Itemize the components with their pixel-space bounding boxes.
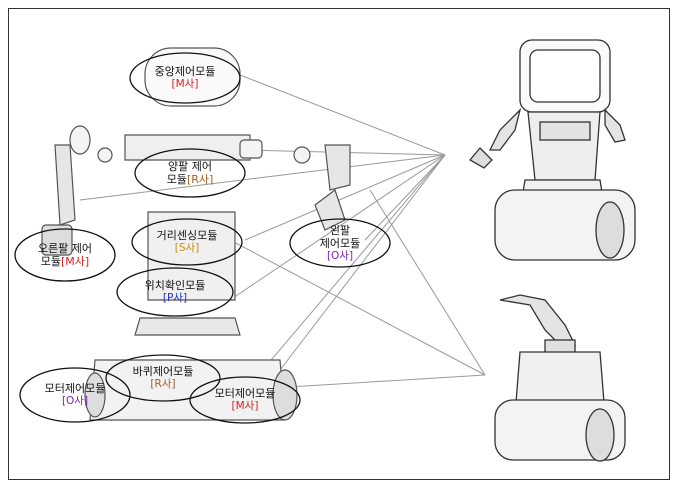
wheel-control-module-label: 바퀴제어모듈 [R사] — [113, 365, 213, 391]
module-name: 모터제어모듈 — [44, 382, 106, 395]
module-name: 바퀴제어모듈 — [132, 365, 194, 378]
figure-frame — [8, 8, 670, 480]
module-company: [M사] — [61, 255, 90, 268]
position-check-module-label: 위치확인모듈 [P사] — [125, 279, 225, 305]
robot-full-sketch — [469, 39, 636, 261]
right-arm-control-module-label: 오른팔 제어 모듈[M사] — [15, 242, 115, 268]
module-company: [M사] — [231, 400, 259, 412]
module-name: 오른팔 제어 — [37, 242, 93, 255]
motor-control-module-left-label: 모터제어모듈 [O사] — [25, 382, 125, 408]
module-company: [O사] — [326, 250, 354, 262]
module-company: [O사] — [61, 395, 89, 407]
module-name: 거리센싱모듈 — [156, 229, 218, 242]
left-arm-control-module-label: 왼팔 제어모듈 [O사] — [290, 224, 390, 263]
label-ellipses — [14, 52, 391, 424]
module-name: 양팔 제어 — [168, 160, 212, 173]
module-company: [S사] — [174, 242, 200, 254]
module-sketches — [41, 47, 351, 421]
module-company: [M사] — [171, 78, 199, 90]
module-name: 중앙제어모듈 — [154, 65, 216, 78]
module-name-line2: 모듈 — [166, 173, 187, 186]
module-name-line2: 모듈 — [40, 255, 62, 268]
central-control-module-label: 중앙제어모듈 [M사] — [135, 65, 235, 91]
module-company: [R사] — [186, 173, 214, 186]
module-name: 위치확인모듈 — [144, 279, 206, 292]
distance-sensing-module-label: 거리센싱모듈 [S사] — [137, 229, 237, 255]
module-name: 모터제어모듈 — [214, 387, 276, 400]
module-name-line2: 제어모듈 — [319, 237, 361, 250]
module-company: [R사] — [150, 378, 176, 390]
robot-body-sketch — [494, 294, 626, 462]
connector-lines — [79, 74, 486, 391]
both-arms-control-module-label: 양팔 제어 모듈[R사] — [140, 160, 240, 186]
module-company: [P사] — [162, 292, 188, 304]
motor-control-module-right-label: 모터제어모듈 [M사] — [195, 387, 295, 413]
module-name: 왼팔 — [329, 224, 351, 237]
